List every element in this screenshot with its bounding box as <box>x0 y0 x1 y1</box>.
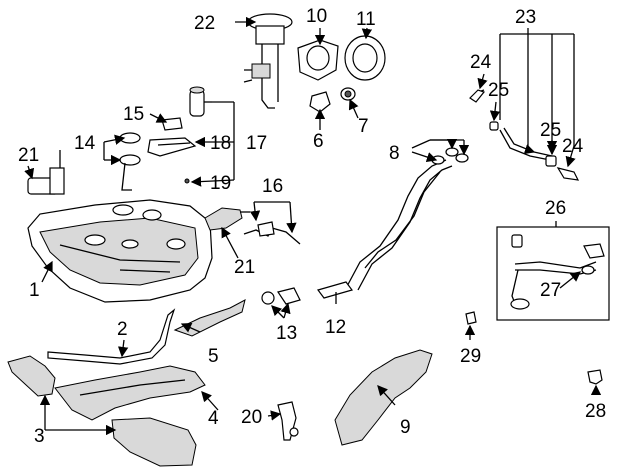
callout-20: 20 <box>241 407 262 428</box>
callout-26: 26 <box>545 198 566 219</box>
callout-1: 1 <box>29 280 40 301</box>
fuel-pump-module <box>204 207 250 231</box>
callout-16: 16 <box>262 176 283 197</box>
callout-27: 27 <box>540 280 561 301</box>
fuel-tank <box>27 199 213 303</box>
callout-17: 17 <box>246 133 267 154</box>
fuel-filter-element <box>147 137 197 157</box>
callout-12: 12 <box>325 317 346 338</box>
fuel-cushion <box>161 117 183 131</box>
sender-gauge <box>119 132 141 191</box>
fuel-pump-motor <box>189 86 205 117</box>
filler-hose <box>316 281 354 299</box>
callout-3: 3 <box>34 426 45 447</box>
callout-11: 11 <box>356 9 376 30</box>
drain-plug <box>587 369 603 385</box>
callout-9: 9 <box>400 417 411 438</box>
callout-labels: 1 2 3 4 5 6 7 8 9 10 11 12 13 14 15 16 1… <box>18 6 606 447</box>
fuel-cap-valve <box>309 91 331 113</box>
tank-protector-front <box>7 355 56 397</box>
callout-2: 2 <box>117 319 128 340</box>
callout-5: 5 <box>208 346 219 367</box>
fuel-pump-retainer <box>297 39 339 81</box>
fuel-filler-pipe <box>344 147 469 291</box>
callout-15: 15 <box>123 104 144 125</box>
callout-6: 6 <box>313 131 324 152</box>
breather-hose-lower <box>556 167 580 181</box>
callout-19: 19 <box>210 173 231 194</box>
callout-13: 13 <box>276 323 297 344</box>
callout-14: 14 <box>74 133 96 154</box>
pump-screw <box>184 178 190 184</box>
callout-29: 29 <box>460 346 481 367</box>
callout-21-module: 21 <box>234 257 255 278</box>
tank-strap <box>47 308 176 365</box>
callout-4: 4 <box>208 408 219 429</box>
callout-25-upper: 25 <box>488 80 509 101</box>
callout-28: 28 <box>585 401 606 422</box>
callout-23: 23 <box>515 7 536 28</box>
hose-clip-lower <box>545 155 557 167</box>
tank-under-protector <box>54 365 206 421</box>
mounting-nut <box>465 311 477 325</box>
hose-clip-upper <box>489 121 499 131</box>
canister-inset-box <box>496 226 610 321</box>
leader-lines <box>24 16 602 436</box>
filler-pipe-protector <box>334 349 433 446</box>
callout-22: 22 <box>194 13 215 34</box>
vent-tube-assembly <box>243 221 301 245</box>
pump-gasket-ring <box>344 35 386 81</box>
fuel-pump-bracket <box>243 13 293 109</box>
callout-25-lower: 25 <box>540 120 561 141</box>
callout-10: 10 <box>306 6 327 27</box>
callout-8: 8 <box>389 143 400 164</box>
inlet-hose-clamp <box>261 287 301 305</box>
fuel-grommet <box>340 87 356 101</box>
callout-24-lower: 24 <box>562 136 584 157</box>
vent-valve <box>277 401 299 441</box>
callout-24-upper: 24 <box>470 52 492 73</box>
breather-hose-upper <box>469 89 486 103</box>
callout-21-sender: 21 <box>18 145 39 166</box>
callout-7: 7 <box>358 116 369 137</box>
tank-protector-rear <box>111 417 197 467</box>
callout-18: 18 <box>210 133 231 154</box>
fuel-sender-unit <box>27 150 65 195</box>
heat-insulator <box>173 299 246 337</box>
